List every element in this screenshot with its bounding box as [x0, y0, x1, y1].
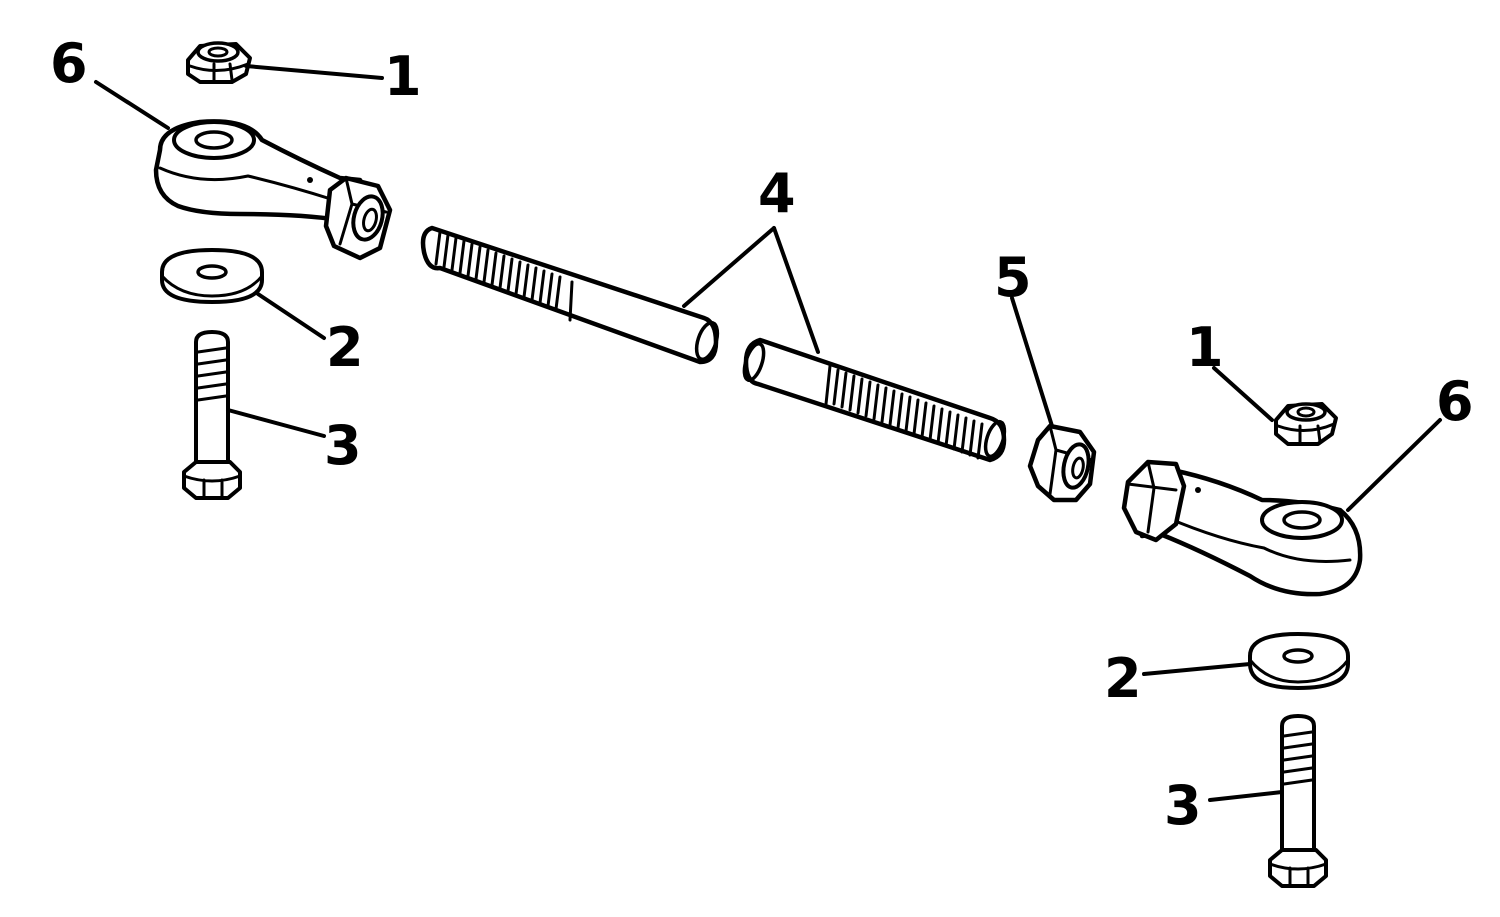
- callout-right-rod-end: 6: [1436, 370, 1474, 433]
- left-lock-nut: [186, 41, 252, 84]
- right-washer: [1248, 632, 1350, 690]
- leader-lines: [94, 64, 1442, 802]
- jam-nut: [1027, 423, 1097, 503]
- callout-left-nut: 1: [384, 45, 422, 108]
- callout-jam-nut: 5: [994, 246, 1032, 309]
- callout-rods: 4: [758, 162, 796, 225]
- left-bolt: [182, 330, 242, 500]
- callout-right-nut: 1: [1186, 316, 1224, 379]
- callout-right-washer: 2: [1104, 647, 1142, 710]
- callout-right-bolt: 3: [1164, 774, 1202, 837]
- left-rod-end-hex: [323, 175, 393, 261]
- right-lock-nut: [1274, 402, 1338, 446]
- right-threaded-rod: [742, 337, 1007, 463]
- right-bolt: [1268, 714, 1328, 888]
- right-rod-end-hex: [1121, 459, 1187, 543]
- right-rod-end: [1139, 467, 1363, 597]
- callout-left-rod-end: 6: [50, 32, 88, 95]
- callout-labels: 6 1 2 3 4 5 1 6 2 3: [50, 32, 1474, 837]
- left-threaded-rod: [420, 225, 720, 365]
- left-washer: [160, 248, 264, 304]
- callout-left-washer: 2: [326, 316, 364, 379]
- callout-left-bolt: 3: [324, 414, 362, 477]
